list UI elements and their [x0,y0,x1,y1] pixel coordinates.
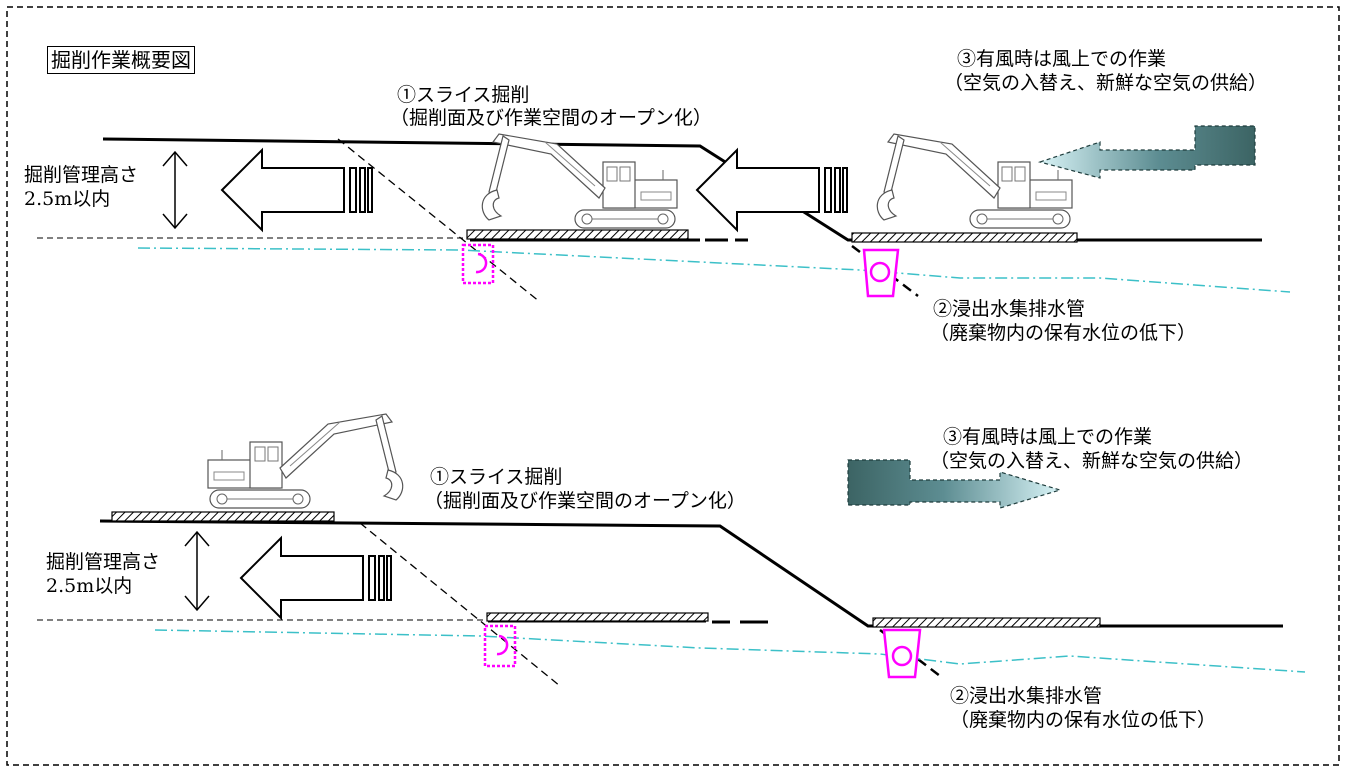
top-advance-arrow-left-icon [221,149,373,231]
bottom-mat-left [111,511,335,522]
top-drain-label: ②浸出水集排水管 [933,298,1086,320]
bottom-excavator-icon [207,413,404,509]
bottom-height-arrow-icon [184,530,210,612]
top-mat-right [851,232,1078,243]
top-wind-arrow-icon [1037,125,1256,179]
bottom-drain-label: ②浸出水集排水管 [950,685,1103,707]
bottom-wind-arrow-icon [847,459,1063,509]
top-height-value: 2.5m以内 [24,188,111,210]
bottom-wind-label: ③有風時は風上での作業 [943,426,1153,448]
bottom-drain-sublabel: （廃棄物内の保有水位の低下） [950,709,1217,731]
top-pipe-old-icon [461,243,495,285]
bottom-pipe-old-icon [483,624,517,668]
top-panel [37,125,1291,303]
bottom-slice-line [359,522,561,687]
bottom-height-label: 掘削管理高さ [46,551,161,573]
bottom-height-value: 2.5m以内 [46,575,133,597]
bottom-advance-arrow-icon [240,537,392,619]
diagram-frame [6,6,1340,766]
bottom-water-level [154,629,1306,673]
top-height-label: 掘削管理高さ [24,164,139,186]
bottom-panel [37,413,1306,687]
bottom-mat-mid [486,612,709,622]
bottom-mat-right [872,617,1101,628]
bottom-slice-label: ①スライス掘削 [430,466,563,488]
top-slice-line [337,138,541,303]
top-slice-label: ①スライス掘削 [397,84,530,106]
top-water-level [137,247,1291,293]
top-excavator-icon-1 [481,133,678,229]
top-wind-sublabel: （空気の入替え、新鮮な空気の供給） [944,72,1268,94]
top-drain-sublabel: （廃棄物内の保有水位の低下） [930,322,1197,344]
diagram-title: 掘削作業概要図 [47,46,195,74]
top-height-arrow-icon [162,150,188,230]
top-excavator-icon-2 [876,133,1073,229]
top-advance-arrow-right-icon [696,149,848,231]
top-slice-sublabel: （掘削面及び作業空間のオープン化） [390,107,712,129]
bottom-slice-sublabel: （掘削面及び作業空間のオープン化） [424,490,746,512]
bottom-wind-sublabel: （空気の入替え、新鮮な空気の供給） [930,450,1254,472]
top-wind-label: ③有風時は風上での作業 [957,48,1167,70]
top-mat-left [466,229,689,240]
